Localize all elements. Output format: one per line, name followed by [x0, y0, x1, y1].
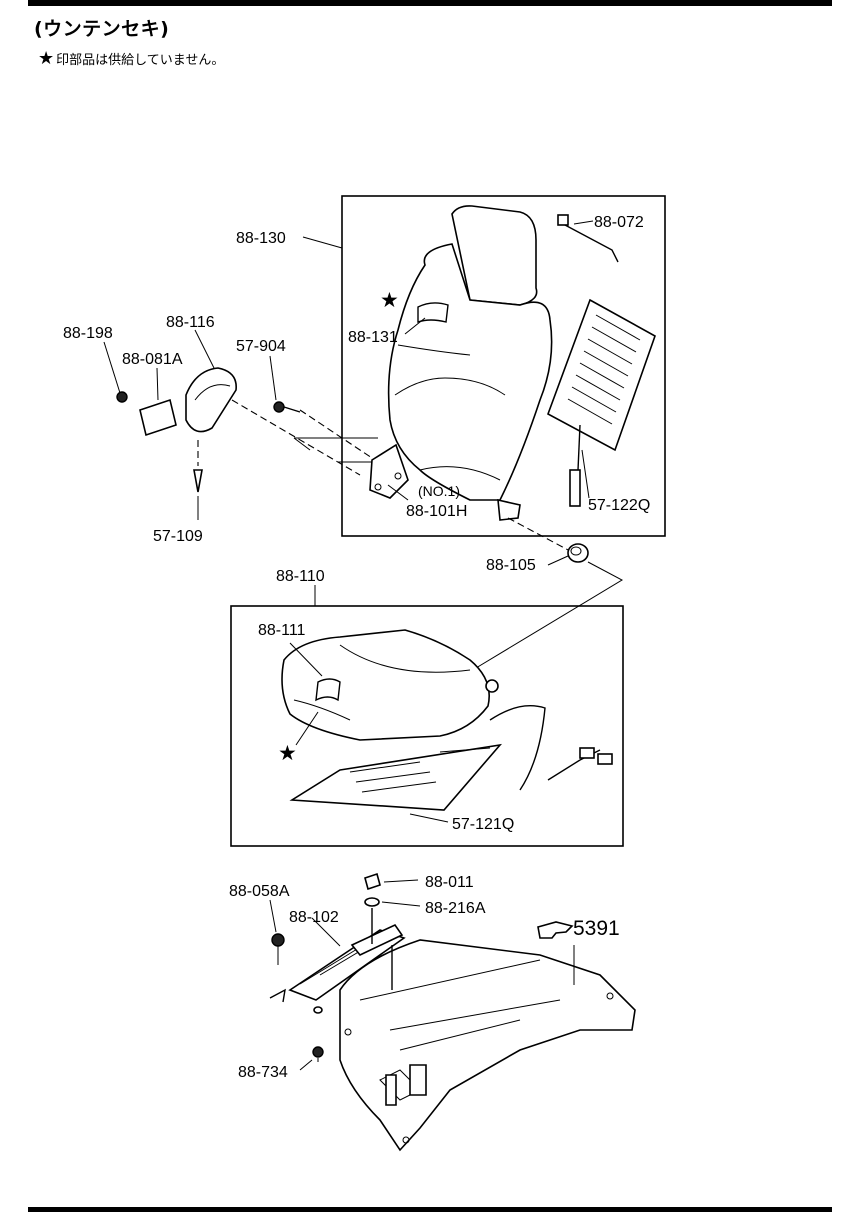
star-marker: ★	[278, 742, 297, 765]
part-label-57-904: 57-904	[236, 338, 286, 355]
part-label-57-109: 57-109	[153, 528, 203, 545]
dash-line	[299, 409, 373, 459]
part-label-88-058A: 88-058A	[229, 883, 290, 900]
ref-plane	[293, 437, 378, 463]
part-label-88-011: 88-011	[425, 874, 474, 891]
seat-base-and-rails	[269, 872, 636, 1152]
part-label-no1: (NO.1)	[418, 483, 460, 499]
wire-88-072	[557, 214, 619, 263]
part-label-88-111: 88-111	[258, 622, 306, 639]
seat-cushion	[281, 629, 499, 741]
seat-back	[369, 205, 553, 521]
part-label-88-131: 88-131	[348, 329, 398, 346]
seat-cushion-frame	[230, 605, 624, 847]
part-label-88-072: 88-072	[594, 214, 644, 231]
part-label-57-121Q: 57-121Q	[452, 816, 514, 833]
part-label-88-216A: 88-216A	[425, 900, 486, 917]
recliner-parts	[116, 367, 301, 493]
seat-back-frame	[341, 195, 666, 537]
reference-label-5391: 5391	[573, 917, 620, 940]
not-supplied-note: ★ 印部品は供給していません。	[38, 49, 224, 68]
star-marker: ★	[380, 289, 399, 312]
cushion-heater-pad	[289, 705, 613, 811]
dash-line	[507, 517, 573, 553]
part-label-88-110: 88-110	[276, 568, 325, 585]
note-text: 印部品は供給していません。	[56, 53, 225, 68]
top-rule	[28, 0, 832, 6]
back-heater-pad	[547, 298, 656, 507]
section-title: (ウンテンセキ)	[34, 18, 170, 40]
part-label-88-734: 88-734	[238, 1064, 288, 1081]
part-label-88-198: 88-198	[63, 325, 113, 342]
ref-line	[475, 561, 624, 669]
part-label-88-102: 88-102	[289, 909, 339, 926]
reference-hand-icon	[537, 921, 574, 939]
part-label-88-130: 88-130	[236, 230, 286, 247]
part-label-88-105: 88-105	[486, 557, 536, 574]
bottom-rule	[28, 1207, 832, 1212]
leader-lines	[103, 220, 594, 1071]
part-label-88-116: 88-116	[166, 314, 215, 331]
part-label-88-081A: 88-081A	[122, 351, 183, 368]
star-icon: ★	[38, 47, 55, 69]
part-label-88-101H: 88-101H	[406, 503, 467, 520]
part-label-57-122Q: 57-122Q	[588, 497, 650, 514]
bushing-88-105	[567, 543, 589, 563]
